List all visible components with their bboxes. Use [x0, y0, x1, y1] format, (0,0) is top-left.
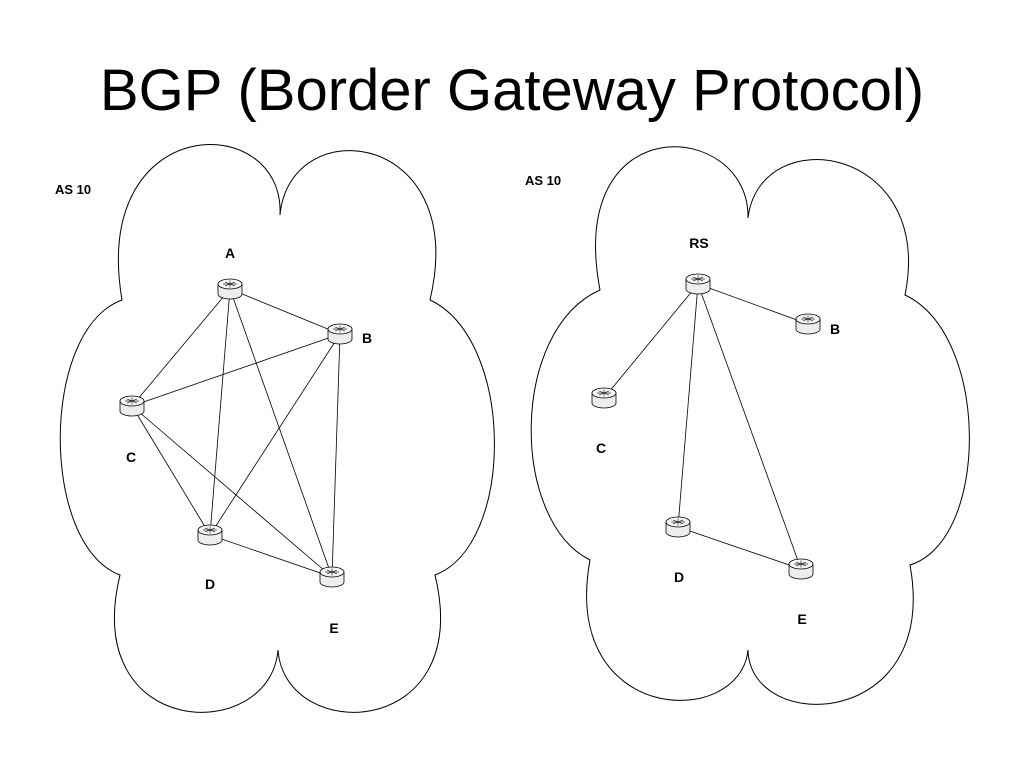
- router-d: D: [665, 516, 691, 585]
- as-cloud-full-mesh: AS 10 A B C D E: [55, 144, 495, 713]
- router-label: A: [225, 245, 235, 261]
- bgp-link-rs-b: [697, 283, 809, 325]
- links-left: [131, 288, 341, 578]
- router-e: E: [788, 558, 814, 627]
- router-d: D: [197, 524, 223, 592]
- router-icon: [795, 313, 821, 335]
- as-label-right: AS 10: [525, 173, 561, 188]
- bgp-link-a-b: [229, 288, 341, 335]
- router-icon: [327, 323, 353, 345]
- router-c: C: [119, 395, 145, 465]
- router-label: D: [674, 569, 684, 585]
- bgp-link-b-c: [131, 333, 341, 407]
- slide-title: BGP (Border Gateway Protocol): [99, 58, 925, 123]
- router-label: C: [126, 449, 136, 465]
- bgp-link-rs-e: [697, 283, 802, 570]
- bgp-link-b-e: [331, 333, 341, 578]
- bgp-link-c-e: [131, 405, 333, 578]
- cloud-outline: [59, 144, 495, 713]
- router-b: B: [795, 313, 840, 337]
- router-b: B: [327, 323, 372, 346]
- router-label: D: [205, 576, 215, 592]
- bgp-link-rs-c: [603, 283, 699, 399]
- routers-right: RS B C D E: [591, 235, 840, 627]
- as-label-left: AS 10: [55, 182, 91, 197]
- router-c: C: [591, 387, 617, 456]
- router-a: A: [217, 245, 243, 300]
- router-icon: [665, 516, 691, 538]
- bgp-link-rs-d: [677, 283, 699, 528]
- bgp-link-d-e: [209, 534, 333, 578]
- router-rs: RS: [685, 235, 711, 295]
- router-label: B: [362, 330, 372, 346]
- bgp-link-b-d: [209, 333, 341, 536]
- routers-left: A B C D E: [119, 245, 372, 636]
- router-icon: [788, 558, 814, 580]
- router-label: C: [596, 440, 606, 456]
- bgp-link-c-d: [131, 405, 211, 536]
- as-cloud-route-reflector: AS 10 RS B C D E: [525, 146, 970, 705]
- router-label: E: [329, 620, 338, 636]
- links-right: [603, 283, 809, 570]
- router-icon: [319, 566, 345, 588]
- router-label: B: [830, 321, 840, 337]
- bgp-link-a-c: [131, 288, 231, 407]
- router-icon: [591, 387, 617, 409]
- bgp-link-a-d: [209, 288, 231, 536]
- bgp-link-d-e: [677, 526, 802, 570]
- router-label: E: [797, 611, 806, 627]
- router-icon: [685, 273, 711, 295]
- router-e: E: [319, 566, 345, 636]
- bgp-link-a-e: [229, 288, 333, 578]
- cloud-outline: [530, 146, 970, 705]
- router-icon: [217, 278, 243, 300]
- router-label: RS: [689, 235, 708, 251]
- router-icon: [119, 395, 145, 417]
- router-icon: [197, 524, 223, 546]
